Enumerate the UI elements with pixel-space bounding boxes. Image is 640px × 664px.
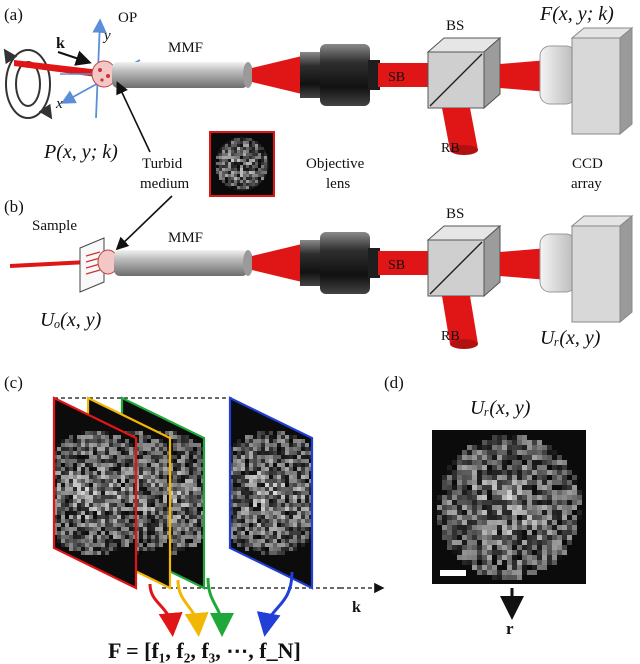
turbid-pointer-b	[115, 195, 173, 251]
panel-d-label: (d)	[384, 373, 404, 392]
arrow-f3	[206, 577, 234, 637]
k-vector-label: k	[56, 35, 65, 52]
mmf-fiber-b	[114, 250, 248, 276]
panel-a: (a) k OP y x MMF	[3, 3, 634, 251]
input-beam-b	[9, 260, 89, 268]
reference-beam-b	[442, 296, 478, 344]
panel-d: (d) Uᵣ(x, y) r	[384, 373, 586, 638]
bs-label-a: BS	[446, 18, 464, 34]
Ur-equation-b: Uᵣ(x, y)	[540, 327, 601, 349]
x-axis-label: x	[55, 96, 63, 112]
mmf-label-b: MMF	[168, 230, 203, 246]
objective-lens-b	[300, 232, 380, 294]
panel-b-label: (b)	[4, 197, 24, 216]
beam-cone-a	[252, 56, 302, 94]
turbid-label-2: medium	[140, 176, 189, 192]
arrow-fN	[256, 571, 294, 637]
objective-lens-a	[300, 44, 380, 106]
op-label: OP	[118, 10, 137, 26]
k-arrow-a	[57, 50, 92, 66]
input-beam-a	[14, 60, 104, 78]
ur-speckle-image	[432, 430, 586, 584]
P-equation: P(x, y; k)	[43, 141, 118, 163]
turbid-pointer-a	[116, 81, 151, 153]
Uo-equation: Uₒ(x, y)	[40, 309, 102, 331]
frame-f1	[52, 396, 138, 590]
outer-rotation-loop	[5, 49, 51, 119]
beam-to-ccd-a	[500, 60, 548, 92]
matrix-equation: F = [f₁, f₂, f₃, ⋯, f_N]	[108, 638, 301, 663]
beam-to-ccd-b	[500, 248, 548, 280]
scale-bar	[440, 570, 466, 576]
signal-beam-a	[378, 63, 432, 87]
sample-label: Sample	[32, 218, 77, 234]
objective-label-2: lens	[326, 176, 350, 192]
arrow-f2	[176, 579, 209, 637]
rotation-arrows	[3, 48, 53, 120]
sample-slide	[79, 237, 105, 293]
rb-label-b: RB	[441, 329, 460, 344]
ccd-camera-a	[539, 26, 634, 136]
r-label: r	[506, 619, 514, 638]
arrow-f1	[148, 583, 183, 637]
turbid-label-1: Turbid	[142, 156, 183, 172]
bs-label-b: BS	[446, 206, 464, 222]
F-equation: F(x, y; k)	[539, 3, 614, 25]
beam-cone-b	[252, 244, 302, 282]
panel-a-label: (a)	[4, 5, 23, 24]
turbid-medium-inset	[209, 131, 275, 197]
signal-beam-b	[378, 251, 432, 275]
k-axis-label: k	[352, 599, 361, 616]
mmf-label-a: MMF	[168, 40, 203, 56]
reference-beam-a	[442, 108, 478, 150]
objective-label-1: Objective	[306, 156, 365, 172]
ccd-label-2: array	[571, 176, 602, 192]
rb-label-a: RB	[441, 141, 460, 156]
panel-c-label: (c)	[4, 373, 23, 392]
Ur-title-d: Uᵣ(x, y)	[470, 397, 531, 419]
ccd-label-1: CCD	[572, 156, 603, 172]
sb-label-b: SB	[388, 258, 405, 273]
frame-fN	[228, 396, 314, 590]
beam-splitter-b	[426, 224, 502, 298]
ccd-camera-b	[539, 214, 634, 324]
panel-c: (c) k F = [f₁, f₂, f₃, ⋯, f_N]	[4, 373, 385, 663]
panel-b: (b) Sample MMF SB BS RB	[4, 197, 634, 349]
sb-label-a: SB	[388, 70, 405, 85]
beam-splitter-a	[426, 36, 502, 110]
y-axis-label: y	[102, 28, 111, 44]
mmf-fiber-a	[112, 62, 248, 88]
